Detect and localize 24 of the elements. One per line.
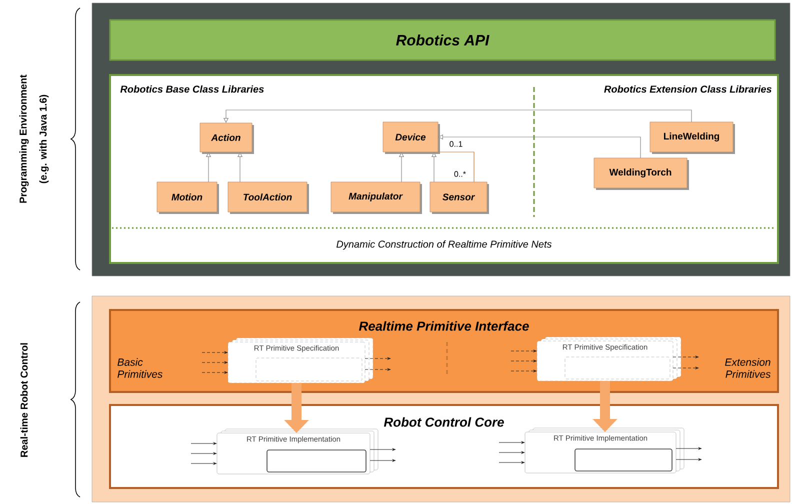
class-box: Sensor xyxy=(430,182,489,214)
class-box: Device xyxy=(382,122,440,154)
arrow xyxy=(510,350,537,352)
brace-label: Real-time Robot Control xyxy=(20,343,28,457)
class-box: LineWelding xyxy=(650,122,735,154)
arrow xyxy=(202,371,228,374)
class-box: Manipulator xyxy=(330,182,422,214)
arrow xyxy=(510,360,537,362)
api-bar: Robotics API xyxy=(109,19,776,61)
class-box: WeldingTorch xyxy=(594,158,689,190)
arrow xyxy=(510,370,537,372)
association-line xyxy=(438,152,474,182)
arrow xyxy=(672,366,699,370)
class-box: Motion xyxy=(156,182,219,214)
class-box: Action xyxy=(200,122,254,154)
arrow xyxy=(202,351,228,354)
arrow xyxy=(202,361,228,364)
arrow xyxy=(364,357,391,360)
arrow xyxy=(672,356,699,358)
arrow xyxy=(364,368,391,371)
brace-label: Programming Environment xyxy=(19,74,29,203)
brace-label: (e.g. with Java 1.6) xyxy=(39,94,49,184)
multiplicity-label: 0..1 xyxy=(450,141,462,147)
class-box: ToolAction xyxy=(228,182,309,214)
